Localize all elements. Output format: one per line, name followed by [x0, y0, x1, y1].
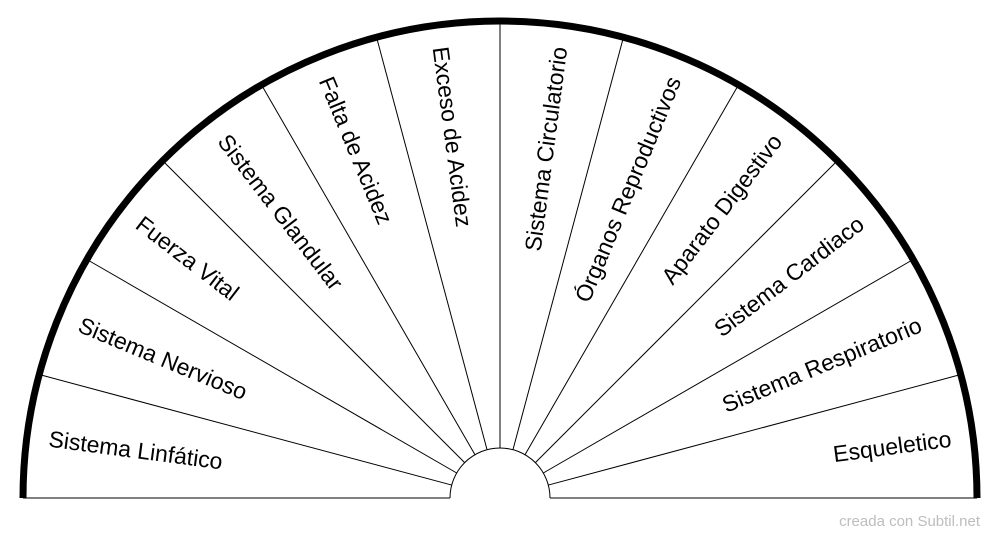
sector-divider	[261, 84, 476, 455]
sector-divider	[376, 37, 488, 450]
sector-divider	[512, 37, 624, 450]
sector-divider	[543, 259, 914, 474]
sector-label: Aparato Digestivo	[656, 129, 787, 289]
sector-divider	[162, 160, 465, 463]
sector-label: Sistema Glandular	[213, 129, 349, 295]
sector-label: Sistema Circulatorio	[520, 45, 573, 252]
credit-text: creada con Subtil.net	[839, 513, 980, 530]
sector-label: Esqueletico	[832, 426, 953, 467]
sector-divider	[524, 84, 739, 455]
sector-divider	[535, 160, 838, 463]
center-semicircle	[449, 447, 551, 499]
sector-label: Sistema Cardiaco	[709, 211, 869, 342]
outer-arc	[19, 17, 981, 499]
sector-label: Falta de Acidez	[314, 73, 398, 228]
sector-label: Exceso de Acidez	[428, 45, 477, 228]
sector-divider	[548, 374, 961, 486]
sector-label: Sistema Respiratorio	[718, 312, 925, 418]
sector-label: Sistema Linfático	[47, 426, 224, 475]
sector-dividers	[39, 21, 961, 486]
sector-divider	[39, 374, 452, 486]
sector-divider	[86, 259, 457, 474]
